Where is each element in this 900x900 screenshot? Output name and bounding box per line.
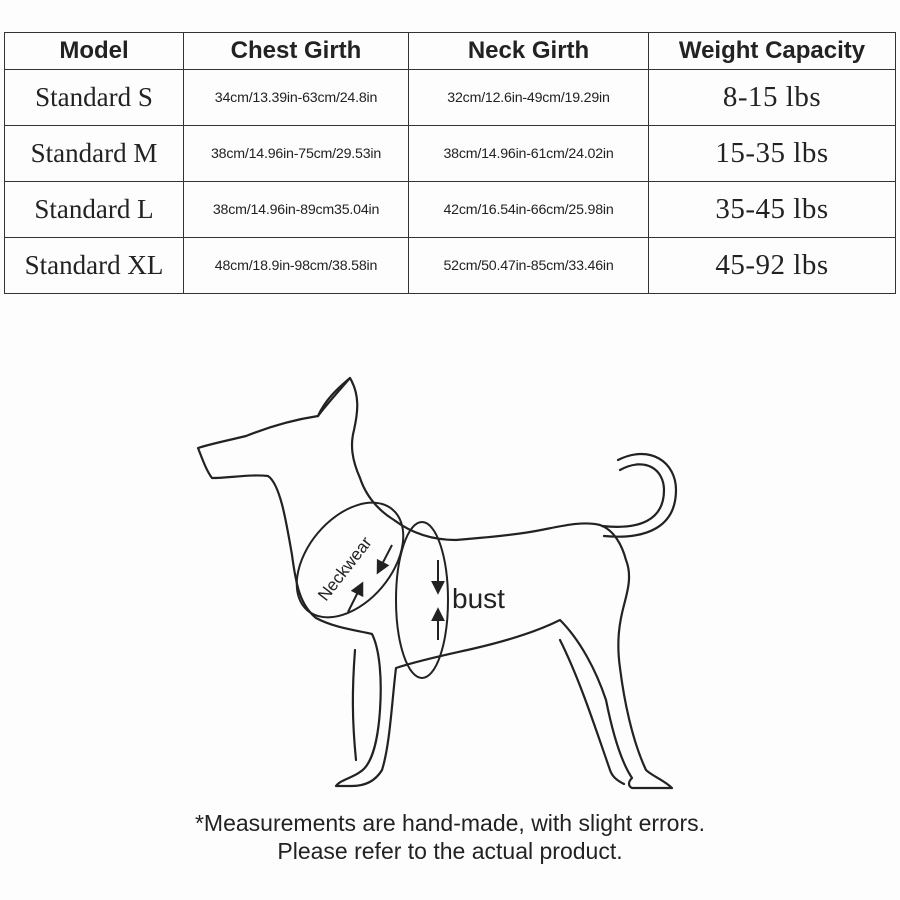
neck-girth-cell: 32cm/12.6in-49cm/19.29in [408, 69, 649, 126]
dog-front-leg [351, 648, 358, 762]
header-chest-girth: Chest Girth [183, 32, 409, 70]
weight-capacity-cell: 15-35 lbs [648, 125, 896, 182]
size-table: Model Chest Girth Neck Girth Weight Capa… [4, 32, 896, 294]
table-row: Standard M 38cm/14.96in-75cm/29.53in 38c… [4, 125, 896, 182]
bust-measure-ring [395, 521, 449, 679]
product-note: Please refer to the actual product. [277, 838, 623, 864]
neck-measure-ring [295, 501, 405, 619]
weight-capacity-cell: 45-92 lbs [648, 237, 896, 294]
neck-arrow [376, 544, 393, 575]
neck-arrow-lower [347, 581, 364, 613]
dog-tail-inner [602, 453, 678, 538]
dog-tail [600, 463, 666, 528]
neckwear-label: Neckwear [314, 533, 376, 605]
weight-capacity-cell: 35-45 lbs [648, 181, 896, 238]
chest-girth-cell: 38cm/14.96in-89cm35.04in [183, 181, 409, 238]
header-model: Model [4, 32, 184, 70]
chest-girth-cell: 48cm/18.9in-98cm/38.58in [183, 237, 409, 294]
chest-girth-cell: 34cm/13.39in-63cm/24.8in [183, 69, 409, 126]
header-neck-girth: Neck Girth [408, 32, 649, 70]
bust-label: bust [452, 583, 505, 614]
model-cell: Standard M [4, 125, 184, 182]
dog-ear [316, 376, 352, 418]
dog-outline [196, 376, 674, 790]
table-row: Standard S 34cm/13.39in-63cm/24.8in 32cm… [4, 69, 896, 126]
dog-hind-leg [558, 638, 626, 786]
neck-girth-cell: 42cm/16.54in-66cm/25.98in [408, 181, 649, 238]
model-cell: Standard XL [4, 237, 184, 294]
table-row: Standard XL 48cm/18.9in-98cm/38.58in 52c… [4, 237, 896, 294]
measurement-note: *Measurements are hand-made, with slight… [194, 810, 706, 836]
